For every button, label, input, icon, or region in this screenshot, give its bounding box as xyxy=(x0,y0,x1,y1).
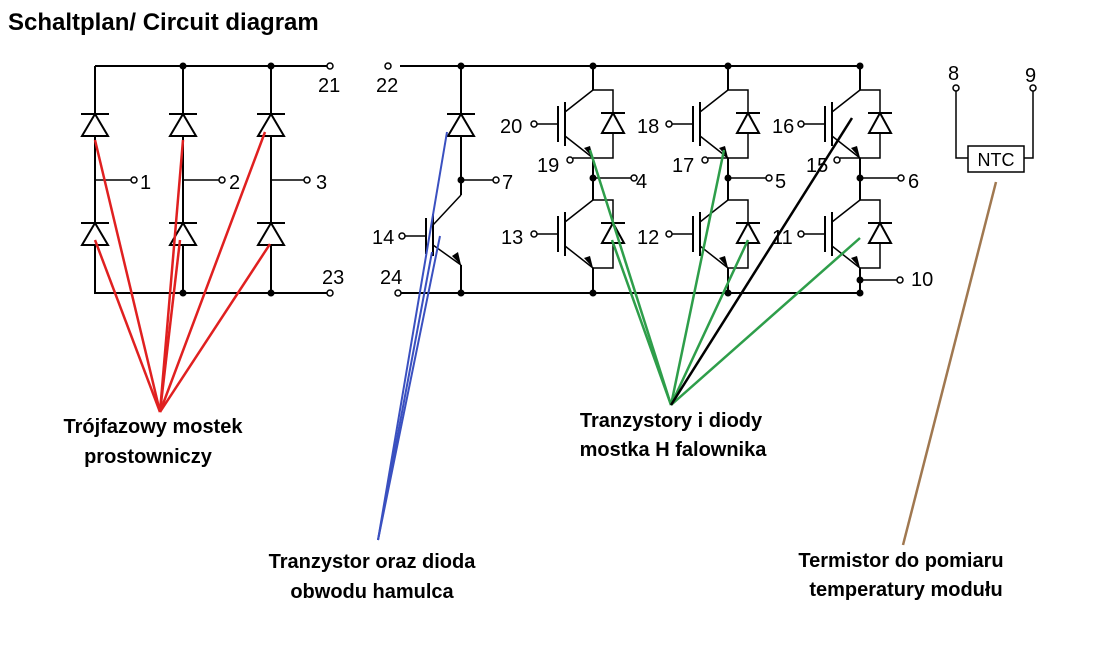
brake-label-line2: obwodu hamulca xyxy=(290,581,454,603)
terminal-label-16: 16 xyxy=(772,116,794,138)
sense-terminal xyxy=(833,156,841,164)
terminal-label-7: 7 xyxy=(502,172,513,194)
terminal-label-18: 18 xyxy=(637,116,659,138)
thermistor-label-line1: Termistor do pomiaru xyxy=(798,550,1003,572)
ntc-thermistor xyxy=(952,84,1037,173)
brake-transistor xyxy=(398,194,462,266)
terminal-label-24: 24 xyxy=(380,267,402,289)
terminal-10-node xyxy=(896,276,904,284)
page-title: Schaltplan/ Circuit diagram xyxy=(8,9,319,36)
terminal-label-11: 11 xyxy=(772,227,793,249)
terminal-label-9: 9 xyxy=(1025,65,1036,87)
terminal-label-6: 6 xyxy=(908,171,919,193)
terminal-label-4: 4 xyxy=(636,171,647,193)
terminal-label-20: 20 xyxy=(500,116,522,138)
terminal-label-12: 12 xyxy=(637,227,659,249)
inverter-bridge xyxy=(530,62,905,297)
terminal-label-8: 8 xyxy=(948,63,959,85)
rectifier-diode xyxy=(168,113,198,137)
terminal-label-1: 1 xyxy=(140,172,151,194)
thermistor-pointer xyxy=(901,181,998,546)
thermistor-label-line2: temperatury modułu xyxy=(809,579,1002,601)
terminal-label-21: 21 xyxy=(318,75,340,97)
inverter-pointers xyxy=(588,149,861,406)
output-terminal xyxy=(897,174,905,182)
terminal-label-3: 3 xyxy=(316,172,327,194)
brake-circuit xyxy=(384,62,860,297)
terminal-label-2: 2 xyxy=(229,172,240,194)
brake-label-line1: Tranzystor oraz dioda xyxy=(269,551,477,573)
terminal-label-23: 23 xyxy=(322,267,344,289)
brake-diode xyxy=(446,113,476,137)
sense-terminal xyxy=(701,156,709,164)
rectifier-diode xyxy=(256,222,286,246)
terminal-label-14: 14 xyxy=(372,227,394,249)
terminal-label-10: 10 xyxy=(911,269,933,291)
terminal-label-22: 22 xyxy=(376,75,398,97)
rectifier-diode xyxy=(256,113,286,137)
sense-terminal xyxy=(566,156,574,164)
rectifier-pointers xyxy=(93,131,272,413)
rectifier-diode xyxy=(80,113,110,137)
rectifier-bridge xyxy=(80,62,334,297)
inverter-label-line1: Tranzystory i diody xyxy=(580,410,763,432)
terminal-label-5: 5 xyxy=(775,171,786,193)
terminal-label-19: 19 xyxy=(537,155,559,177)
output-terminal xyxy=(630,174,638,182)
terminal-label-17: 17 xyxy=(672,155,694,177)
ntc-label: NTC xyxy=(978,150,1015,170)
terminal-label-13: 13 xyxy=(501,227,523,249)
brake-pointers xyxy=(377,131,448,541)
terminal-label-15: 15 xyxy=(806,155,828,177)
rectifier-label-line2: prostowniczy xyxy=(84,446,213,468)
output-terminal xyxy=(765,174,773,182)
inverter-label-line2: mostka H falownika xyxy=(580,439,768,461)
inverter-pointer-black xyxy=(669,117,854,406)
rectifier-label-line1: Trójfazowy mostek xyxy=(64,416,244,438)
